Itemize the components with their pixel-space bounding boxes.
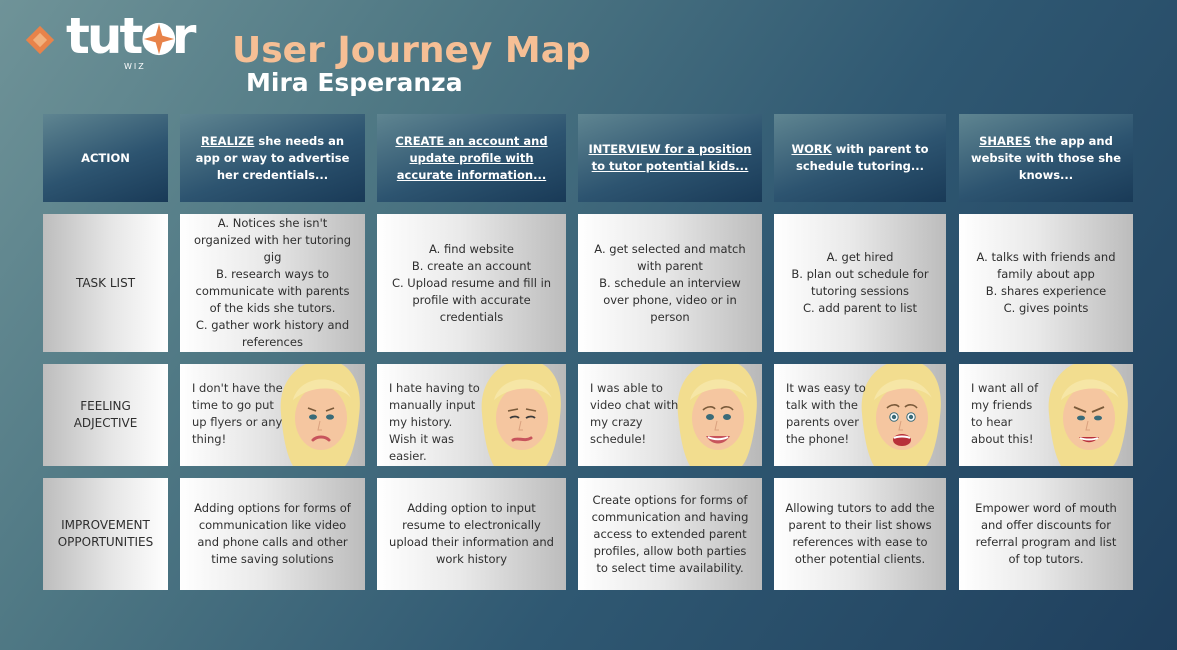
task-item: B. plan out schedule for tutoring sessio…: [791, 267, 929, 298]
task-cell-1: A. Notices she isn't organized with her …: [180, 214, 365, 352]
logo-diamond-icon: [25, 25, 55, 55]
row-label-text: ACTION: [81, 150, 130, 165]
task-item: A. Notices she isn't organized with her …: [193, 216, 352, 264]
task-item: A. find website: [428, 241, 514, 256]
improvement-cell-1: Adding options for forms of communicatio…: [180, 478, 365, 590]
action-keyword: INTERVIEW for a position to tutor potent…: [588, 142, 752, 173]
row-label-text: TASK LIST: [75, 275, 136, 290]
task-item: A. get selected and match with parent: [594, 241, 746, 273]
task-item: B. shares experience: [985, 284, 1107, 298]
action-cell-create: CREATE an account and update profile wit…: [377, 114, 566, 202]
action-keyword: WORK: [791, 142, 832, 156]
feeling-cell-1: I don't have the time to go put up flyer…: [180, 364, 365, 466]
feeling-quote: I want all of my friends to hear about t…: [971, 381, 1039, 446]
action-keyword: REALIZE: [200, 133, 255, 148]
feeling-cell-3: I was able to video chat with my crazy s…: [578, 364, 762, 466]
row-label-text: ADJECTIVE: [73, 416, 138, 430]
action-text: WORK with parent to schedule tutoring...: [784, 141, 936, 175]
annoyed-face-avatar: [481, 364, 561, 466]
row-label-feeling: FEELING ADJECTIVE: [43, 364, 168, 466]
brand-tagline: WIZ: [124, 62, 146, 71]
row-label-text: OPPORTUNITIES: [57, 535, 154, 549]
row-label-action: ACTION: [43, 114, 168, 202]
persona-name: Mira Esperanza: [246, 68, 463, 97]
feeling-cell-4: It was easy to talk with the parents ove…: [774, 364, 946, 466]
feeling-quote: I don't have the time to go put up flyer…: [192, 381, 283, 446]
feeling-quote: I was able to video chat with my crazy s…: [590, 381, 679, 446]
action-text: REALIZE she needs an app or way to adver…: [190, 133, 355, 184]
improvement-cell-2: Adding option to input resume to electro…: [377, 478, 566, 590]
action-keyword: SHARES: [979, 133, 1031, 148]
sad-face-avatar: [280, 364, 360, 466]
page-title: User Journey Map: [232, 30, 591, 71]
improvement-text: Create options for forms of communicatio…: [591, 492, 749, 575]
feeling-quote: It was easy to talk with the parents ove…: [786, 381, 866, 446]
feeling-cell-5: I want all of my friends to hear about t…: [959, 364, 1133, 466]
task-item: C. Upload resume and fill in profile wit…: [391, 275, 552, 324]
action-description: the app and website with those she knows…: [970, 133, 1122, 182]
improvement-text: Adding option to input resume to electro…: [389, 501, 554, 566]
improvement-text: Empower word of mouth and offer discount…: [975, 501, 1117, 566]
logo-star-icon: [142, 22, 176, 56]
feeling-quote: I hate having to manually input my histo…: [389, 381, 480, 463]
task-item: C. gives points: [1003, 301, 1089, 315]
action-text: INTERVIEW for a position to tutor potent…: [588, 141, 752, 175]
task-cell-4: A. get hired B. plan out schedule for tu…: [774, 214, 946, 352]
action-cell-interview: INTERVIEW for a position to tutor potent…: [578, 114, 762, 202]
action-text: SHARES the app and website with those sh…: [969, 133, 1123, 184]
improvement-text: Adding options for forms of communicatio…: [194, 501, 351, 566]
action-cell-work: WORK with parent to schedule tutoring...: [774, 114, 946, 202]
row-label-text: FEELING: [80, 399, 131, 413]
task-item: C. gather work history and references: [195, 318, 350, 349]
happy-face-avatar: [677, 364, 757, 466]
improvement-cell-3: Create options for forms of communicatio…: [578, 478, 762, 590]
row-label-text: IMPROVEMENT: [61, 518, 150, 532]
task-cell-2: A. find website B. create an account C. …: [377, 214, 566, 352]
task-item: C. add parent to list: [802, 301, 918, 315]
feeling-cell-2: I hate having to manually input my histo…: [377, 364, 566, 466]
task-cell-5: A. talks with friends and family about a…: [959, 214, 1133, 352]
row-label-task-list: TASK LIST: [43, 214, 168, 352]
improvement-cell-4: Allowing tutors to add the parent to the…: [774, 478, 946, 590]
improvement-text: Allowing tutors to add the parent to the…: [785, 501, 935, 566]
action-keyword: CREATE an account and update profile wit…: [395, 133, 548, 182]
eager-face-avatar: [1048, 364, 1128, 466]
row-label-improvement: IMPROVEMENT OPPORTUNITIES: [43, 478, 168, 590]
action-description: she needs an app or way to advertise her…: [195, 133, 350, 182]
action-description: with parent to schedule tutoring...: [795, 142, 929, 173]
task-item: B. create an account: [411, 258, 532, 273]
action-cell-shares: SHARES the app and website with those sh…: [959, 114, 1133, 202]
task-item: B. schedule an interview over phone, vid…: [599, 275, 741, 324]
action-cell-realize: REALIZE she needs an app or way to adver…: [180, 114, 365, 202]
action-text: CREATE an account and update profile wit…: [387, 133, 556, 184]
task-item: A. get hired: [826, 250, 894, 264]
improvement-cell-5: Empower word of mouth and offer discount…: [959, 478, 1133, 590]
excited-face-avatar: [861, 364, 941, 466]
task-item: A. talks with friends and family about a…: [976, 250, 1116, 281]
task-item: B. research ways to communicate with par…: [195, 267, 350, 315]
task-cell-3: A. get selected and match with parent B.…: [578, 214, 762, 352]
